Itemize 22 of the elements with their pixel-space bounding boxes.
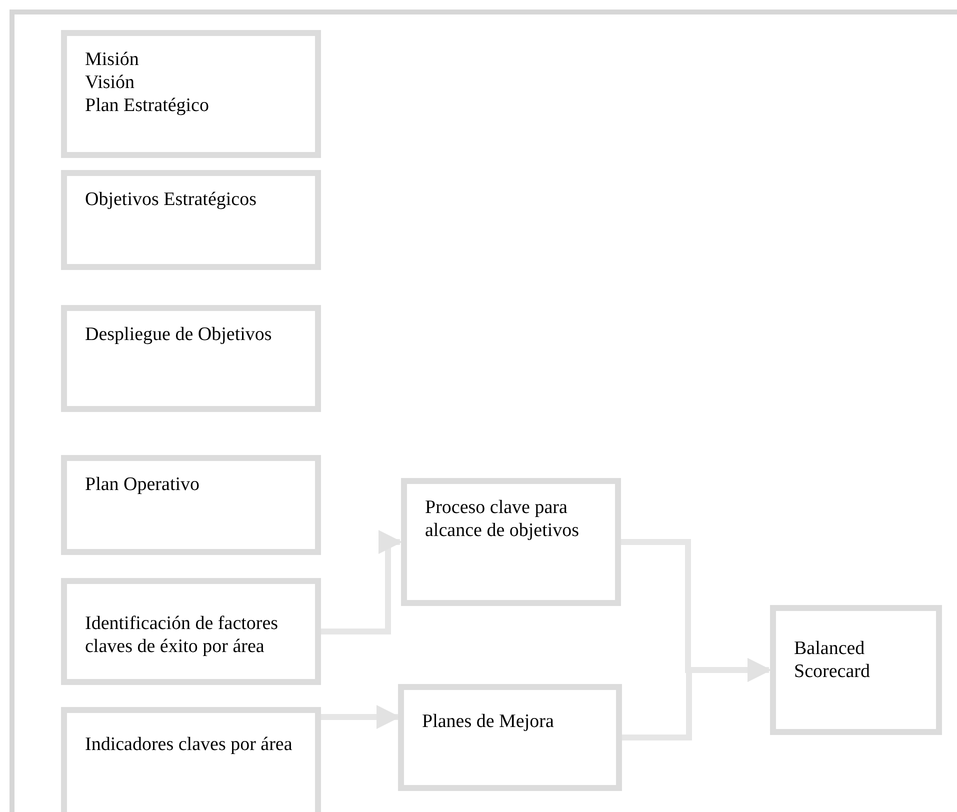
arrow [321, 530, 402, 634]
process-box [61, 707, 321, 812]
box-text: Indicadores claves por área [85, 733, 294, 756]
box-text: Identificación de factores claves de éxito por área [85, 612, 280, 658]
box-text: Objetivos Estratégicos [85, 188, 258, 211]
process-box [61, 305, 321, 412]
process-box [770, 605, 942, 735]
process-box [61, 455, 321, 555]
arrow [321, 705, 400, 729]
box-text: Despliegue de Objetivos [85, 323, 273, 346]
box-text: Plan Operativo [85, 473, 201, 496]
box-text: Misión [85, 48, 140, 71]
process-box [401, 478, 621, 606]
process-box [61, 170, 321, 270]
process-box [398, 684, 622, 791]
box-text: Proceso clave para alcance de objetivos [425, 496, 580, 542]
box-text: Plan Estratégico [85, 94, 210, 117]
process-box [61, 578, 321, 685]
process-box [61, 30, 321, 158]
box-text: Planes de Mejora [422, 710, 555, 733]
box-text: Balanced Scorecard [794, 637, 871, 683]
box-text: Visión [85, 71, 136, 94]
